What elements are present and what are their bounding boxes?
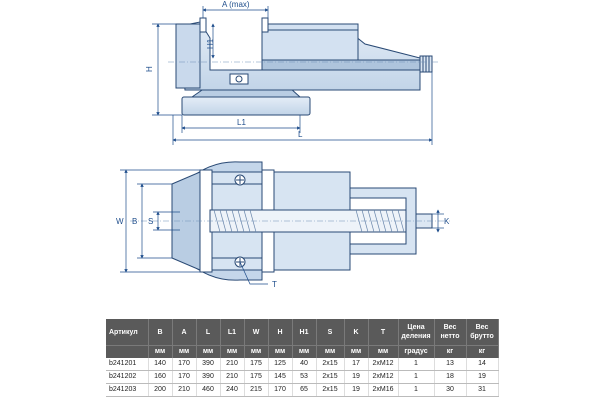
unit-cell: градус [398, 345, 435, 358]
unit-cell: мм [148, 345, 173, 358]
table-cell: 200 [148, 383, 173, 397]
table-cell: 14 [466, 358, 499, 371]
header-cell: H1 [292, 319, 317, 346]
table-cell: 460 [196, 383, 221, 397]
table-cell: 13 [434, 358, 467, 371]
table-cell: 18 [434, 370, 467, 384]
table-cell: 170 [172, 370, 197, 384]
label-a-max: A (max) [222, 0, 250, 9]
vise-technical-drawing: A (max) H H1 L1 L [116, 0, 450, 289]
table-cell: 210 [220, 358, 245, 371]
table-cell: 19 [466, 370, 499, 384]
table-row: b241202 160 170 390 210 175 145 53 2x15 … [106, 370, 499, 384]
article-cell: b241203 [106, 383, 149, 397]
header-cell: L1 [220, 319, 245, 346]
table-cell: 240 [220, 383, 245, 397]
table-cell: 160 [148, 370, 173, 384]
article-cell: b241202 [106, 370, 149, 384]
unit-cell: кг [466, 345, 499, 358]
unit-cell: мм [220, 345, 245, 358]
unit-cell: мм [196, 345, 221, 358]
table-cell: 2x15 [316, 358, 345, 371]
header-cell: K [344, 319, 369, 346]
header-cell: T [368, 319, 399, 346]
label-h1: H1 [206, 38, 215, 49]
table-cell: 2x15 [316, 370, 345, 384]
table-cell: 175 [244, 358, 269, 371]
label-t: T [272, 280, 277, 289]
label-l1: L1 [237, 118, 246, 127]
top-dimensions [120, 169, 444, 285]
unit-cell: мм [244, 345, 269, 358]
specification-table: Артикул B A L L1 W H H1 S K T Цена делен… [106, 319, 499, 397]
label-k: K [444, 217, 450, 226]
table-cell: 19 [344, 370, 369, 384]
table-cell: 1 [398, 383, 435, 397]
table-cell: 2x15 [316, 383, 345, 397]
unit-cell [106, 345, 149, 358]
header-cell: Вес нетто [434, 319, 467, 346]
table-cell: 40 [292, 358, 317, 371]
header-cell: W [244, 319, 269, 346]
unit-cell: кг [434, 345, 467, 358]
table-cell: 170 [268, 383, 293, 397]
side-view [168, 17, 440, 116]
label-b: B [132, 217, 137, 226]
table-cell: 145 [268, 370, 293, 384]
unit-cell: мм [292, 345, 317, 358]
table-cell: 170 [172, 358, 197, 371]
side-dimensions [152, 6, 433, 145]
table-cell: 210 [220, 370, 245, 384]
table-cell: 17 [344, 358, 369, 371]
table-cell: 140 [148, 358, 173, 371]
table-cell: 19 [344, 383, 369, 397]
table-units-row: мм мм мм мм мм мм мм мм мм мм градус кг … [106, 345, 499, 358]
unit-cell: мм [268, 345, 293, 358]
table-cell: 175 [244, 370, 269, 384]
moving-jaw [261, 23, 359, 67]
table-cell: 390 [196, 358, 221, 371]
table-header-row: Артикул B A L L1 W H H1 S K T Цена делен… [106, 319, 499, 346]
table-cell: 53 [292, 370, 317, 384]
unit-cell: мм [368, 345, 399, 358]
label-s: S [148, 217, 153, 226]
table-cell: 65 [292, 383, 317, 397]
fixed-jaw [175, 23, 201, 89]
header-cell: L [196, 319, 221, 346]
top-view [130, 161, 450, 281]
header-cell: Цена деления [398, 319, 435, 346]
table-cell: 125 [268, 358, 293, 371]
guide-rail [261, 59, 421, 71]
table-cell: 2xM16 [368, 383, 399, 397]
swivel-base [181, 96, 311, 116]
table-cell: 210 [172, 383, 197, 397]
article-cell: b241201 [106, 358, 149, 371]
header-cell: Вес брутто [466, 319, 499, 346]
table-cell: 390 [196, 370, 221, 384]
unit-cell: мм [172, 345, 197, 358]
header-cell: H [268, 319, 293, 346]
header-cell: A [172, 319, 197, 346]
label-h: H [145, 66, 154, 72]
unit-cell: мм [344, 345, 369, 358]
header-cell: Артикул [106, 319, 149, 346]
label-w: W [116, 217, 124, 226]
header-cell: S [316, 319, 345, 346]
table-cell: 2xM12 [368, 358, 399, 371]
table-cell: 30 [434, 383, 467, 397]
table-cell: 1 [398, 358, 435, 371]
table-row: b241203 200 210 460 240 215 170 65 2x15 … [106, 383, 499, 397]
header-cell: B [148, 319, 173, 346]
table-cell: 2xM12 [368, 370, 399, 384]
table-cell: 215 [244, 383, 269, 397]
table-row: b241201 140 170 390 210 175 125 40 2x15 … [106, 358, 499, 371]
tail-frame [349, 187, 417, 255]
unit-cell: мм [316, 345, 345, 358]
table-cell: 31 [466, 383, 499, 397]
table-cell: 1 [398, 370, 435, 384]
label-l: L [298, 130, 303, 139]
